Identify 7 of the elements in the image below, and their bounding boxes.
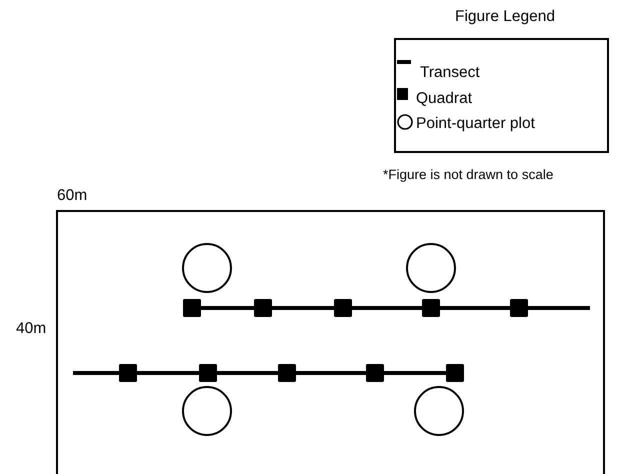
legend-title: Figure Legend <box>455 8 555 26</box>
legend-label: Quadrat <box>416 90 472 108</box>
dimension-label: 60m <box>57 187 88 204</box>
legend-label: Transect <box>420 64 480 82</box>
scale-note: *Figure is not drawn to scale <box>383 168 554 183</box>
dimension-label: 40m <box>16 320 46 338</box>
legend-label: Point-quarter plot <box>416 115 535 132</box>
